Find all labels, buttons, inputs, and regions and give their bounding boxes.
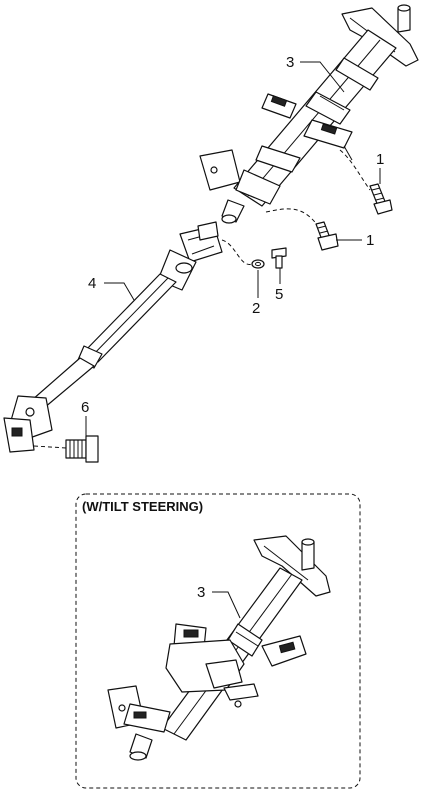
callout-5: 5 [275,286,283,303]
callouts: 3 1 1 2 5 4 6 [81,54,384,436]
tilt-box-border [75,493,361,789]
callout-2: 2 [252,300,260,317]
tilt-box-title: (W/TILT STEERING) [82,499,203,514]
callout-1-upper: 1 [376,151,384,168]
callout-3: 3 [286,54,294,71]
callout-1-lower: 1 [366,232,374,249]
bolt-6 [33,435,99,463]
callout-4: 4 [88,275,96,292]
bolt-5 [271,247,287,269]
callout-3-tilt: 3 [197,584,205,601]
steering-column-assembly [199,4,419,227]
nut-2 [221,239,265,269]
callout-6: 6 [81,399,89,416]
tilt-steering-box: (W/TILT STEERING) [75,493,361,789]
intermediate-shaft [3,221,223,453]
bolt-1-upper [369,183,393,215]
bolt-1-lower [315,221,339,251]
tilt-steering-column [107,535,331,761]
